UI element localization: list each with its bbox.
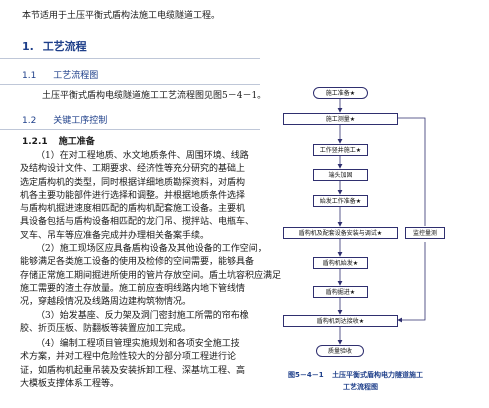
figure-title-line2: 工艺流程图 (343, 383, 378, 391)
section-title: 工艺流程 (42, 40, 87, 53)
subsubsection-heading-1-2-1: 1.2.1 施工准备 (22, 134, 95, 147)
paragraph-line: 及结构设计文件、工期要求、经济性等充分研究的基础上 (20, 164, 246, 175)
paragraph-line: 选定盾构机的类型，同时根据详细地质勘探资料，对盾构 (20, 177, 246, 188)
subsection-title: 关键工序控制 (53, 116, 108, 126)
section-divider (0, 58, 260, 59)
paragraph-line: （4）编制工程项目管理实施规划和各项安全施工技 (36, 339, 240, 349)
figure-title-line1: 土压平衡式盾构电力隧道施工 (332, 371, 424, 379)
paragraph-line: （1）在对工程地质、水文地质条件、周围环境、线路 (36, 151, 249, 161)
monitoring-link-bottom (397, 242, 426, 323)
paragraph-1: （1）在对工程地质、水文地质条件、周围环境、线路 及结构设计文件、工期要求、经济… (20, 150, 270, 243)
paragraph-line: 能够满足各类施工设备的使用及检修的空间需要，能够具备 (20, 257, 255, 268)
figure-number: 图5－4－1 (288, 371, 324, 379)
paragraph-line: （3）始发基座、反力架及洞门密封施工所需的帘布橡 (36, 311, 249, 321)
flow-step-tunneling: 盾构掘进★ (313, 286, 368, 298)
flow-step-prepare: 施工准备★ (313, 87, 368, 99)
paragraph-3: （3）始发基座、反力架及洞门密封施工所需的帘布橡 胶、折页压板、防翻板等装置应加… (20, 310, 270, 337)
section-heading-1: 1. 工艺流程 (22, 38, 87, 54)
section-number: 1. (22, 40, 34, 53)
paragraph-line: 存储正常施工期间掘进所使用的管片存放空间。盾土坑容积应满足 (20, 270, 282, 281)
paragraph-2: （2）施工现场区应具备盾构设备及其他设备的工作空间， 能够满足各类施工设备的使用… (20, 243, 282, 309)
paragraph-4: （4）编制工程项目管理实施规划和各项安全施工技 术方案，并对工程中危险性较大的分… (20, 338, 270, 391)
paragraph-line: （2）施工现场区应具备盾构设备及其他设备的工作空间， (36, 244, 267, 254)
subsubsection-number: 1.2.1 (22, 137, 48, 147)
subsection-number: 1.2 (22, 116, 37, 126)
paragraph-line: 术方案，并对工程中危险性较大的分部分项工程进行论 (20, 352, 237, 363)
subsection-number: 1.1 (22, 71, 37, 81)
figure-caption: 图5－4－1 土压平衡式盾构电力隧道施工 (288, 370, 423, 380)
flow-step-shaft: 工作竖井施工★ (313, 144, 368, 156)
paragraph-line: 胶、折页压板、防翻板等装置应加工完成。 (20, 324, 192, 335)
subsubsection-title: 施工准备 (58, 137, 95, 147)
paragraph-line: 具设备包括与盾构设备相匹配的龙门吊、搅拌站、电瓶车、 (20, 217, 255, 228)
paragraph-line: 施工需要的渣土存放量。施工前应查明线路内地下管线情 (20, 283, 246, 294)
paragraph-line: 叉车、吊车等应准备完成并办理相关备案手续。 (20, 230, 210, 241)
paragraph-line: 证，如盾构机起重吊装及安装拆卸工程、深基坑工程、高 (20, 365, 246, 376)
flow-side-monitoring: 监控量测 (405, 227, 445, 239)
intro-text: 本节适用于土压平衡式盾构法施工电缆隧道工程。 (22, 11, 221, 21)
subsection-title: 工艺流程图 (53, 71, 99, 81)
subsection-divider (0, 129, 260, 130)
subsection-heading-1-2: 1.2 关键工序控制 (22, 113, 107, 126)
monitoring-link-top (398, 117, 426, 226)
flow-step-equipment-installation: 盾构机及配套设备安装与调试★ (283, 227, 398, 239)
subsection-heading-1-1: 1.1 工艺流程图 (22, 68, 98, 81)
paragraph-line: 大模板支撑体系工程等。 (20, 378, 120, 389)
subsection-divider (0, 84, 260, 85)
paragraph-line: 与盾构机掘进速度相匹配的盾构机配套施工设备。主要机 (20, 204, 246, 215)
flow-step-ground-reinforcement: 端头加固 (313, 169, 368, 181)
flow-step-survey: 施工测量★ (283, 113, 398, 125)
flow-step-launch-preparation: 始发工作准备★ (313, 195, 368, 207)
flowchart-reference-text: 土压平衡式盾构电缆隧道施工工艺流程图见图5－4－1。 (42, 91, 267, 101)
paragraph-line: 机各主要功能部件进行选择和调整。并根据地质条件选择 (20, 190, 246, 201)
flow-step-tbm-launch: 盾构机始发★ (313, 257, 368, 269)
flow-step-quality-acceptance: 质量验收 (316, 345, 364, 357)
flow-step-arrival-reception: 盾构机到达接收★ (283, 315, 398, 327)
paragraph-line: 况，穿越段情况及线路周边建构筑物情况。 (20, 297, 192, 308)
